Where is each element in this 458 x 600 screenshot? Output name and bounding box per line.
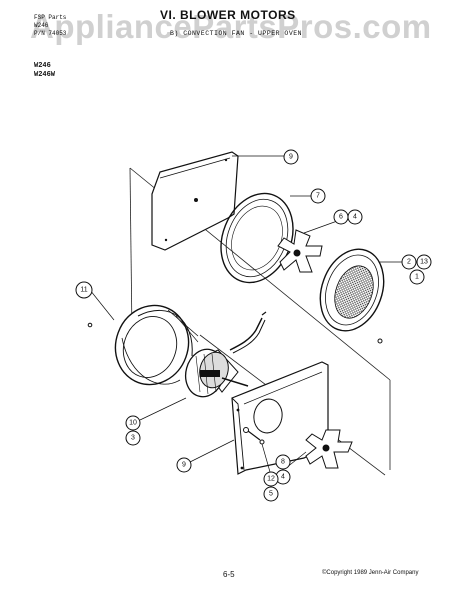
page-number: 6-5 xyxy=(223,570,235,579)
callout-6: 6 xyxy=(333,209,349,225)
blower-motor xyxy=(184,311,267,398)
svg-text:2: 2 xyxy=(407,259,411,266)
page-title: VI. BLOWER MOTORS xyxy=(160,8,296,22)
callout-10: 10 xyxy=(125,415,141,431)
callout-4-lower: 4 xyxy=(275,469,291,485)
svg-text:4: 4 xyxy=(281,474,285,481)
model-1: W246 xyxy=(34,62,51,70)
screw xyxy=(243,427,265,445)
copyright: ©Copyright 1989 Jenn-Air Company xyxy=(322,570,419,576)
svg-text:4: 4 xyxy=(353,214,357,221)
fan-guard xyxy=(319,248,385,332)
svg-text:12: 12 xyxy=(267,476,275,483)
svg-text:6: 6 xyxy=(339,214,343,221)
callout-8: 8 xyxy=(275,454,291,470)
svg-text:9: 9 xyxy=(182,462,186,469)
svg-text:11: 11 xyxy=(80,287,87,294)
callout-7: 7 xyxy=(310,188,326,204)
header-line-3: P/N 74053 xyxy=(34,30,67,37)
svg-text:10: 10 xyxy=(129,420,137,427)
svg-text:5: 5 xyxy=(269,491,273,498)
fan-blade-lower xyxy=(305,429,353,469)
svg-text:7: 7 xyxy=(316,193,320,200)
fan-blade-upper xyxy=(277,229,323,273)
svg-text:3: 3 xyxy=(131,435,135,442)
svg-text:1: 1 xyxy=(415,274,419,281)
back-plate xyxy=(151,151,239,251)
callout-1: 1 xyxy=(409,269,425,285)
callout-2: 2 xyxy=(401,254,417,270)
mounting-plate xyxy=(231,361,329,475)
header-line-1: FSP Parts xyxy=(34,14,67,21)
callout-13: 13 xyxy=(416,254,432,270)
callout-3: 3 xyxy=(125,430,141,446)
callout-5: 5 xyxy=(263,486,279,502)
svg-text:9: 9 xyxy=(289,154,293,161)
callout-9-lower: 9 xyxy=(176,457,192,473)
header-line-2: W246 xyxy=(34,22,49,29)
page-subtitle: B) CONVECTION FAN - UPPER OVEN xyxy=(170,30,303,37)
model-2: W246W xyxy=(34,71,56,79)
callout-9-top: 9 xyxy=(283,149,299,165)
callout-4-upper: 4 xyxy=(347,209,363,225)
watermark: AppliancePartsPros.com xyxy=(30,8,432,45)
callout-12: 12 xyxy=(263,471,279,487)
fan-shroud xyxy=(114,304,199,386)
callout-11: 11 xyxy=(75,281,93,299)
svg-text:13: 13 xyxy=(420,259,428,266)
svg-text:8: 8 xyxy=(281,459,285,466)
